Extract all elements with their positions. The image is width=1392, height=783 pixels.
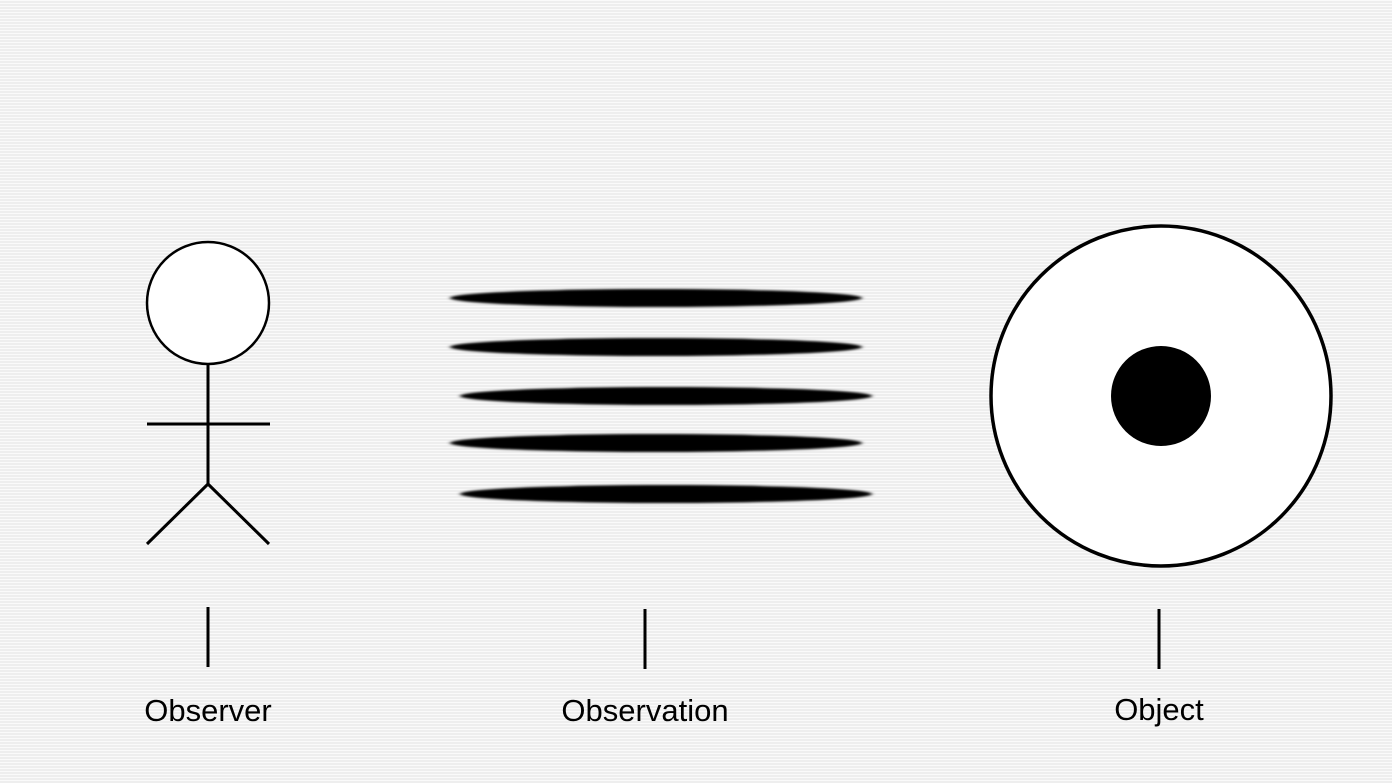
object-label: Object bbox=[1114, 692, 1204, 727]
blurred-lines-icon bbox=[450, 289, 872, 503]
observation-line bbox=[450, 338, 862, 356]
observation-label: Observation bbox=[561, 693, 729, 728]
observer-label: Observer bbox=[144, 693, 272, 728]
object-center-dot bbox=[1111, 346, 1211, 446]
figure-right-leg bbox=[206, 482, 271, 546]
target-circle-icon bbox=[989, 224, 1333, 568]
observation-line bbox=[450, 434, 862, 452]
observation-line bbox=[450, 289, 862, 307]
label-ticks bbox=[206, 607, 1161, 669]
observation-line bbox=[460, 485, 872, 503]
observation-line bbox=[460, 387, 872, 405]
stick-figure-icon bbox=[145, 240, 271, 546]
figure-left-leg bbox=[145, 482, 210, 546]
figure-head bbox=[145, 240, 271, 366]
